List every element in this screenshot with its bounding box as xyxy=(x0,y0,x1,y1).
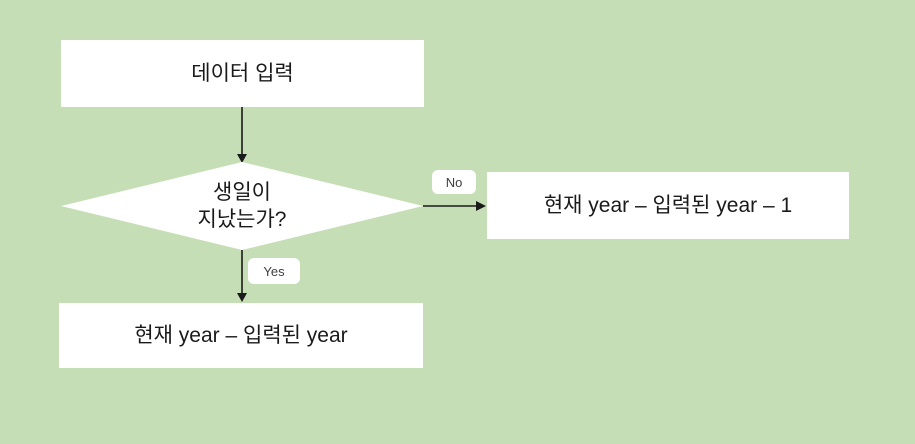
arrow-decision-to-yes-result xyxy=(237,250,247,302)
decision-diamond-shape xyxy=(61,162,423,250)
arrow-decision-to-no-result xyxy=(423,201,486,211)
node-decision-birthday-passed: 생일이 지났는가? xyxy=(61,162,423,250)
node-result-no-branch: 현재 year – 입력된 year – 1 xyxy=(487,172,849,239)
node-decision-label-line2: 지났는가? xyxy=(197,208,287,231)
node-result-yes-branch: 현재 year – 입력된 year xyxy=(59,303,423,368)
node-data-input-label: 데이터 입력 xyxy=(191,62,294,85)
edge-label-yes: Yes xyxy=(248,258,300,284)
edge-label-yes-text: Yes xyxy=(263,263,285,279)
node-data-input: 데이터 입력 xyxy=(61,40,424,107)
node-decision-label-line1: 생일이 xyxy=(213,181,271,204)
arrow-input-to-decision xyxy=(237,107,247,163)
node-result-no-branch-label: 현재 year – 입력된 year – 1 xyxy=(543,194,793,217)
node-result-yes-branch-label: 현재 year – 입력된 year xyxy=(134,324,348,347)
edge-label-no: No xyxy=(432,170,476,194)
edge-label-no-text: No xyxy=(445,174,463,190)
